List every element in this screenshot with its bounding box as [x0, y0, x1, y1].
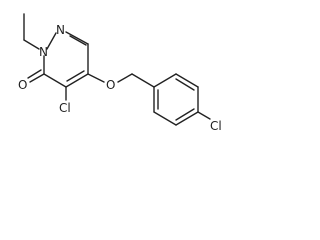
bond-c5-c4-inner	[66, 70, 85, 82]
atom-label-n2: N	[56, 23, 65, 37]
atom-label-o-carbonyl: O	[18, 78, 27, 92]
bond-n1-n2	[46, 32, 57, 50]
bond-b4-cl	[197, 111, 211, 120]
bond-c3-o-double-1	[29, 73, 45, 83]
bond-c5-c4	[65, 73, 89, 88]
bond-n1-ethyl	[23, 39, 40, 50]
bond-b6-b1	[153, 73, 177, 88]
bond-b5-b6	[175, 73, 199, 88]
bond-b3-b4	[175, 111, 199, 126]
atom-label-cl-ring: Cl	[59, 101, 71, 115]
bond-o-ch2	[117, 73, 133, 83]
bond-n2-c6-inner	[69, 35, 87, 46]
bond-b3-b4-inner	[175, 108, 195, 121]
atom-labels: N N O Cl O Cl	[18, 23, 222, 133]
atom-label-n1: N	[39, 45, 48, 59]
chlorobenzene-ring	[153, 73, 211, 126]
bond-c5-o	[87, 73, 105, 83]
pyridazinone-ring	[43, 31, 89, 88]
bond-b5-b6-inner	[175, 78, 195, 91]
bond-b2-b3	[153, 111, 177, 126]
chemical-structure-diagram: N N O Cl O Cl	[18, 13, 222, 133]
bond-n2-c6	[65, 31, 89, 45]
substituents	[23, 13, 155, 101]
bond-c3-o-double-2	[27, 69, 42, 79]
atom-label-o-ether: O	[106, 78, 115, 92]
atom-label-cl-benzyl: Cl	[210, 119, 222, 133]
bond-ch2-ring	[131, 73, 155, 88]
bond-c4-c3	[43, 73, 67, 88]
